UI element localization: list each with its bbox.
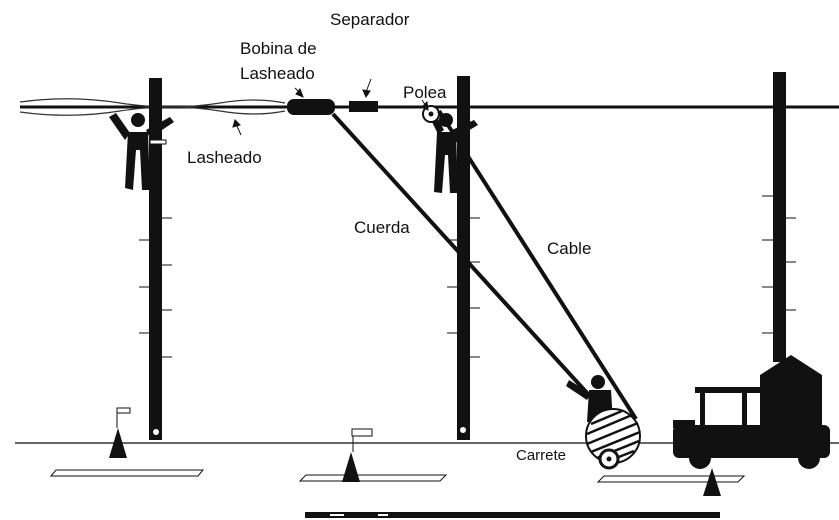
bucket-truck-icon [673, 355, 830, 469]
cable-reel-icon [585, 408, 641, 470]
label-carrete: Carrete [516, 447, 566, 464]
arrow-icon [362, 78, 372, 99]
ground-mat [49, 469, 205, 477]
arrow-icon [421, 99, 429, 111]
ground-mat [596, 475, 746, 483]
lineman-left-pole [109, 113, 174, 190]
arrow-icon [294, 87, 304, 98]
label-separador: Separador [330, 10, 410, 29]
label-cuerda: Cuerda [354, 218, 410, 237]
cable-line [437, 109, 638, 421]
arrow-icon [232, 119, 242, 136]
spacer-block [349, 101, 378, 112]
rope-line [331, 112, 590, 396]
label-cable: Cable [547, 239, 591, 258]
traffic-cone-icon [342, 428, 373, 482]
lineman-middle-pole [430, 113, 478, 193]
label-polea: Polea [403, 83, 447, 102]
label-bobina-line2: Lasheado [240, 64, 315, 83]
ground-mat [298, 474, 448, 482]
label-lasheado: Lasheado [187, 148, 262, 167]
utility-pole-right [762, 72, 796, 362]
label-bobina-line1: Bobina de [240, 39, 317, 58]
lashing-spool [287, 99, 335, 115]
utility-pole-left [139, 78, 172, 440]
bottom-strip [305, 512, 720, 518]
traffic-cone-icon [109, 407, 131, 458]
